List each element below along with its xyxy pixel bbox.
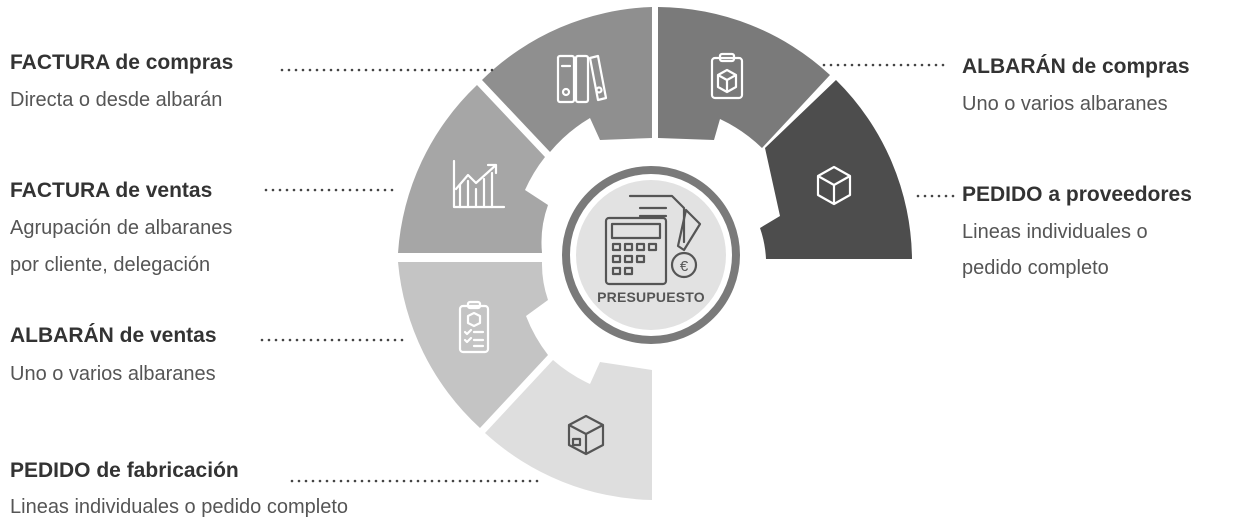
label-albaran-compras-title: ALBARÁN de compras <box>962 55 1190 78</box>
label-pedido-proveedores-subtitle-2: pedido completo <box>962 257 1109 279</box>
chart-growth-icon <box>452 159 506 209</box>
label-pedido-proveedores-subtitle-1: Lineas individuales o <box>962 221 1148 243</box>
package-icon <box>567 414 605 456</box>
label-factura-compras-subtitle: Directa o desde albarán <box>10 89 222 111</box>
box-icon <box>816 165 852 206</box>
calculator-invoice-euro-icon: € <box>604 194 702 286</box>
center-label: PRESUPUESTO <box>597 289 705 305</box>
binders-icon <box>556 54 608 104</box>
segment-factura-ventas <box>398 85 548 253</box>
center-hub: € PRESUPUESTO <box>562 166 740 344</box>
label-pedido-fabricacion-subtitle: Lineas individuales o pedido completo <box>10 496 348 518</box>
svg-text:€: € <box>680 258 689 275</box>
segment-factura-compras <box>482 7 652 152</box>
clipboard-box-icon <box>710 52 744 100</box>
label-factura-ventas-subtitle-1: Agrupación de albaranes <box>10 217 232 239</box>
label-albaran-compras-subtitle: Uno o varios albaranes <box>962 93 1168 115</box>
segment-albaran-compras <box>658 7 830 148</box>
label-pedido-proveedores-title: PEDIDO a proveedores <box>962 183 1192 206</box>
checklist-icon <box>458 300 490 354</box>
label-albaran-ventas-title: ALBARÁN de ventas <box>10 324 217 347</box>
label-factura-ventas-subtitle-2: por cliente, delegación <box>10 254 210 276</box>
segment-albaran-ventas <box>398 262 548 428</box>
label-factura-ventas-title: FACTURA de ventas <box>10 179 212 202</box>
label-albaran-ventas-subtitle: Uno o varios albaranes <box>10 363 216 385</box>
segment-pedido-proveedores <box>760 80 912 259</box>
label-pedido-fabricacion-title: PEDIDO de fabricación <box>10 459 239 482</box>
label-factura-compras-title: FACTURA de compras <box>10 51 233 74</box>
